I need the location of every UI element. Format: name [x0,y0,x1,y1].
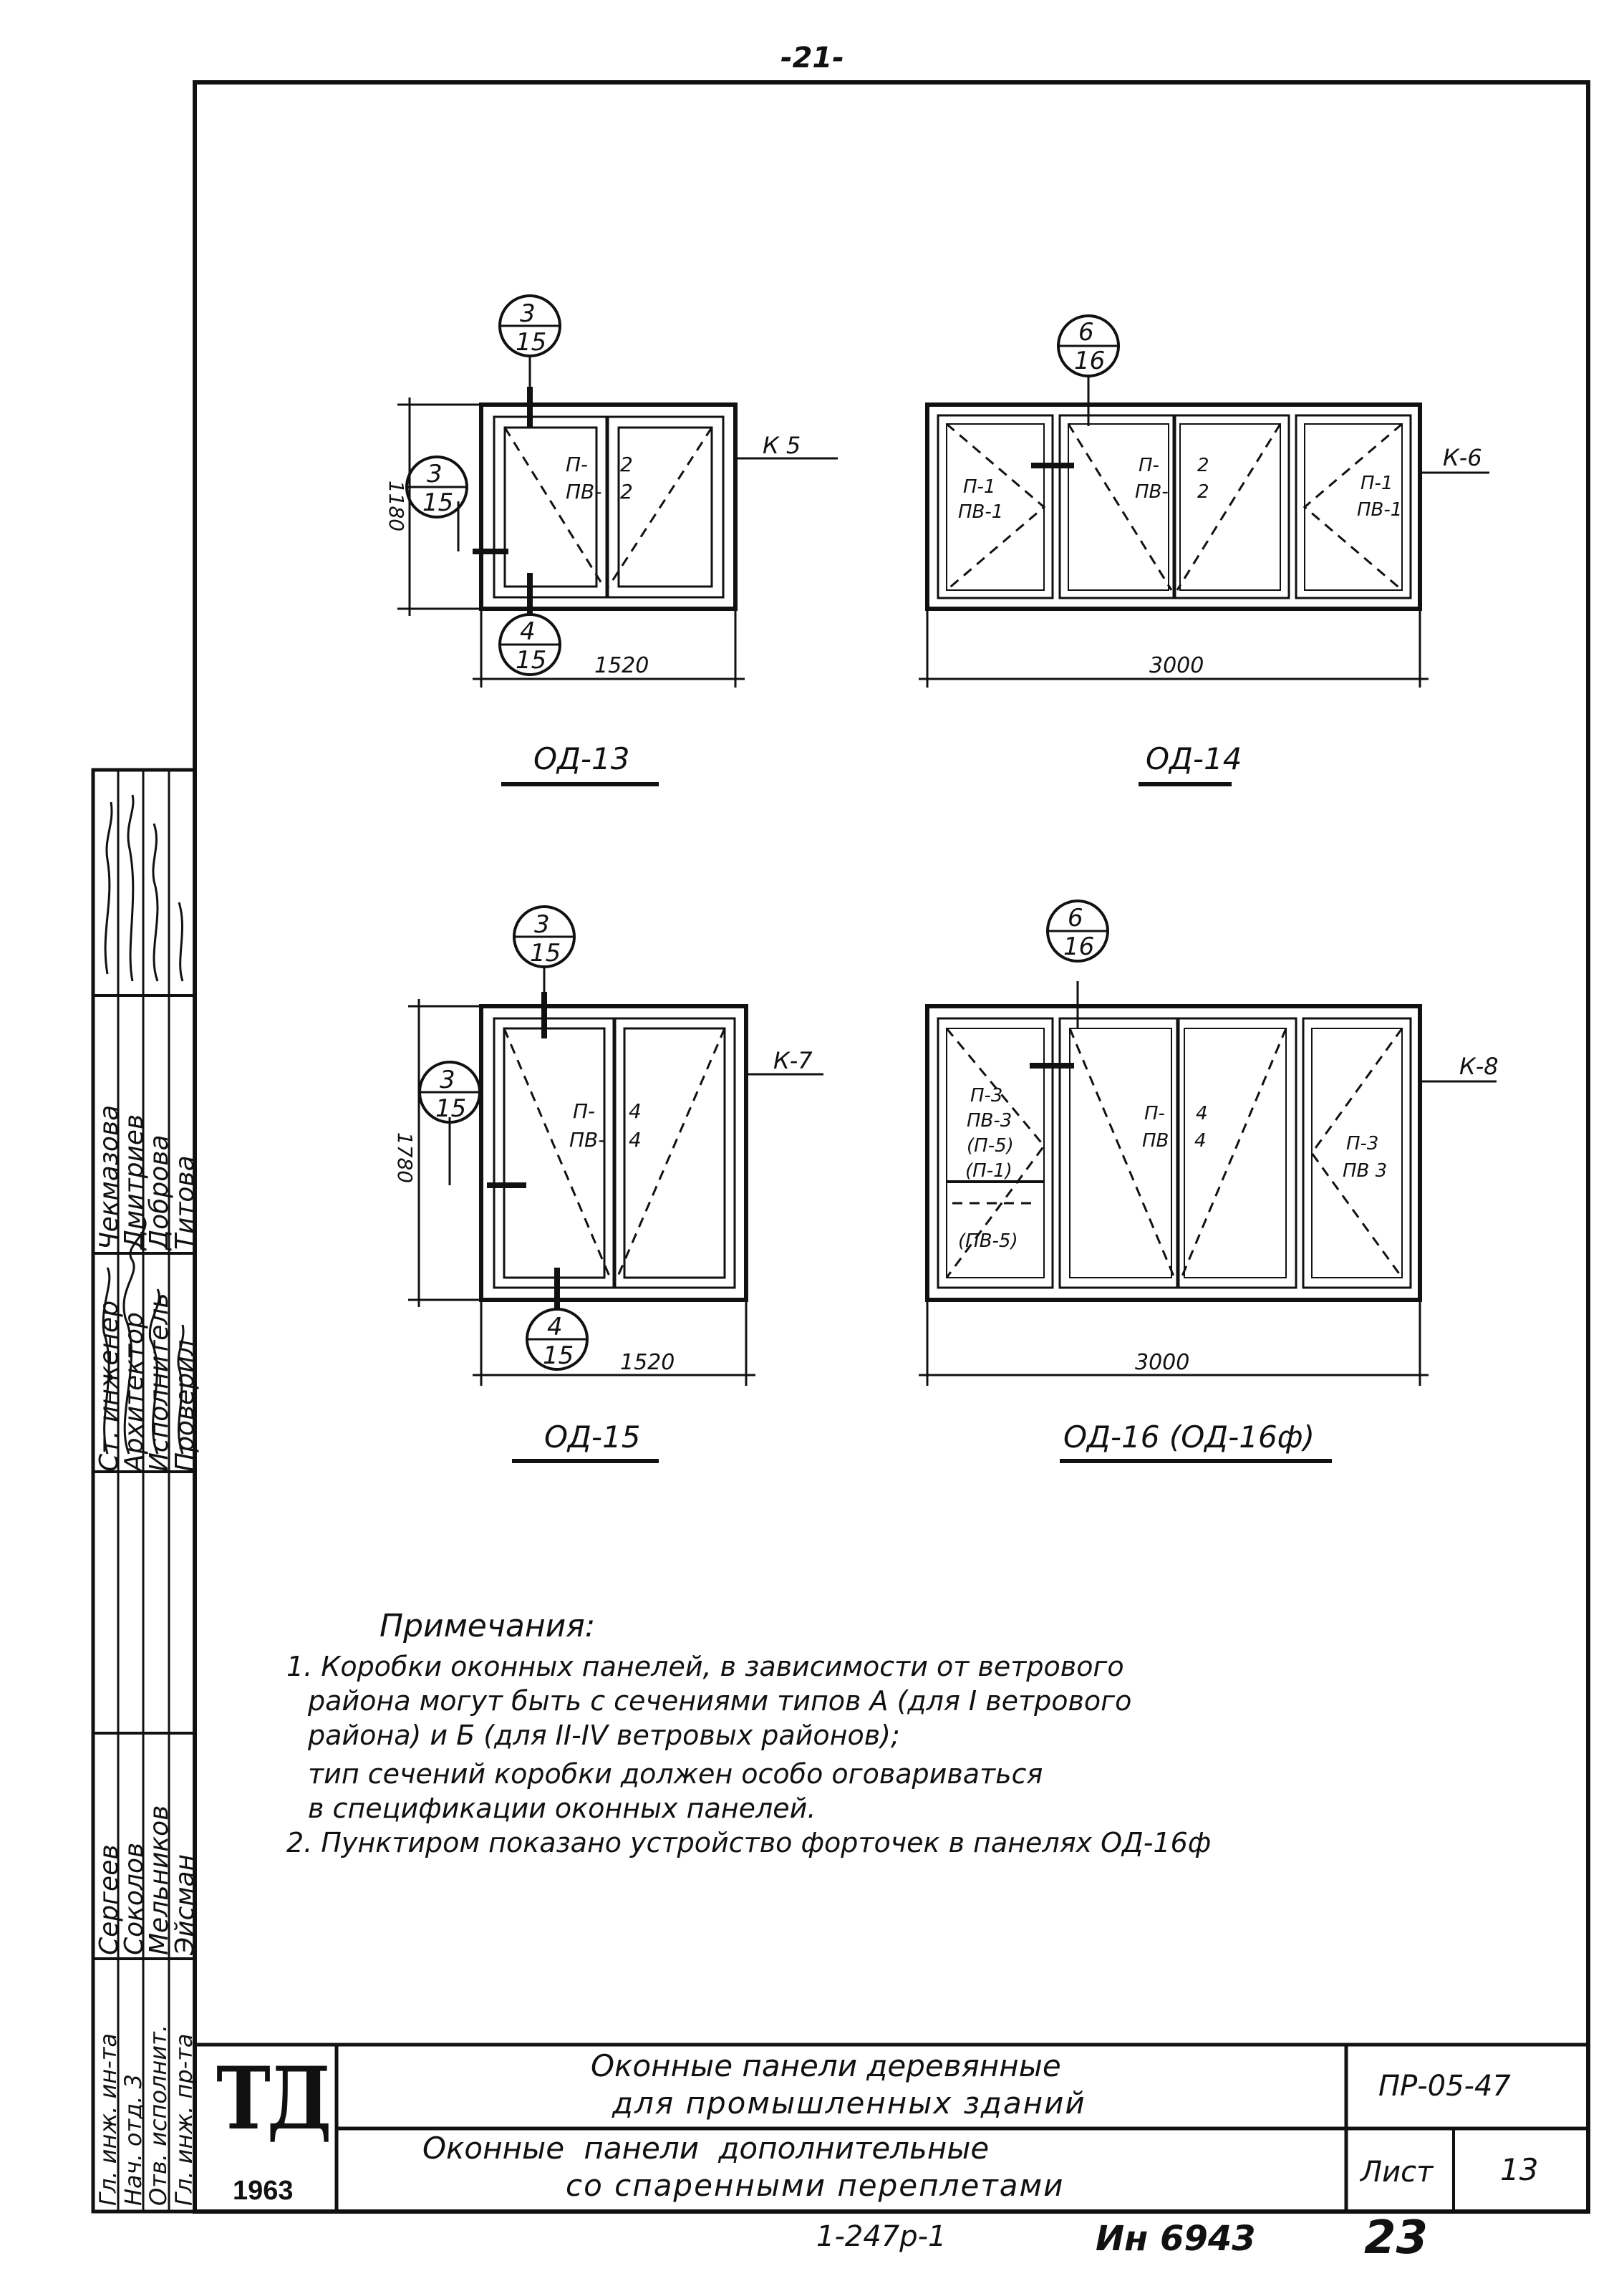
page-number: -21- [780,42,844,74]
role-head-dept: Нач. отд. 3 [120,2074,147,2206]
od16-sash-label-2b: ПВ [1142,1130,1169,1152]
od16-sash-label-1d: (П-1) [965,1160,1012,1182]
od13-callout-top-den: 15 [516,328,547,357]
title-line-2: для промышленных зданий [612,2085,1086,2121]
od14-section-mark: К-6 [1443,444,1482,471]
od13-height-dim: 1180 [385,480,409,532]
role-checked: Проверил [170,1339,200,1472]
page-footer-number: 23 [1364,2212,1429,2265]
od16-sash-label-1c: (П-5) [967,1135,1014,1157]
od13-callout-left-den: 15 [422,488,454,517]
role-executor: Исполнитель [145,1293,174,1472]
drawing-od15 [408,905,823,1463]
side-stamp-border [91,768,197,2214]
od14-sash-label-1b: ПВ-1 [958,501,1004,523]
od13-callout-bottom-num: 4 [520,617,536,646]
note-line-3: района) и Б (для II-IV ветровых районов)… [308,1720,900,1751]
od14-width-dim: 3000 [1149,653,1204,678]
drawing-code: ПР-05-47 [1378,2070,1511,2103]
od16-sash-label-4b: ПВ 3 [1343,1160,1388,1182]
year: 1963 [233,2176,294,2206]
inventory-number: Ин 6943 [1096,2219,1256,2259]
od13-sash-label-1a: П- [566,453,589,476]
od15-callout-top-num: 3 [534,910,550,939]
sheet-number: 13 [1500,2152,1539,2187]
title-line-1: Оконные панели деревянные [591,2048,1061,2083]
od16-sash-label-3b: 4 [1194,1130,1207,1152]
notes-block: 1. Коробки оконных панелей, в зависимост… [286,1651,1360,1866]
note-line-5: в спецификации оконных панелей. [308,1793,816,1824]
od15-callout-top-den: 15 [530,939,561,968]
logo: ТД [216,2048,332,2149]
od14-callout-den: 16 [1074,347,1106,375]
role-chief-engineer-institute: Гл. инж. ин-та [95,2033,122,2206]
drawing-od13 [397,294,838,786]
od16-section-mark: К-8 [1459,1053,1499,1080]
name-melnikov: Мельников [145,1805,174,1955]
name-dobrova: Доброва [145,1134,174,1250]
od15-sash-label-1a: П- [573,1099,596,1123]
od16-title: ОД-16 (ОД-16ф) [1063,1419,1315,1455]
od15-height-dim: 1780 [393,1132,417,1184]
od15-sash-label-2b: 4 [629,1128,642,1152]
od13-sash-label-2a: 2 [620,453,633,476]
od14-sash-label-2b: ПВ- [1135,481,1169,503]
note-line-1: 1. Коробки оконных панелей, в зависимост… [286,1651,1124,1682]
od15-callout-left-num: 3 [440,1066,455,1094]
od16-sash-label-2a: П- [1144,1103,1165,1124]
name-titova: Титова [170,1155,200,1250]
od15-callout-left-den: 15 [435,1094,467,1123]
od16-sash-label-1b: ПВ-3 [967,1110,1012,1132]
subtitle-line-1: Оконные панели дополнительные [422,2131,990,2166]
od13-section-mark: К 5 [763,432,801,459]
drawing-od16 [919,900,1497,1463]
od16-sash-label-1e: (ПВ-5) [958,1230,1018,1252]
od15-callout-bottom-den: 15 [543,1341,574,1370]
note-line-6: 2. Пунктиром показано устройство форточе… [286,1827,1212,1858]
od16-sash-label-4a: П-3 [1346,1133,1379,1154]
od14-sash-label-3a: 2 [1197,455,1209,476]
od13-callout-top-num: 3 [520,299,536,328]
od15-width-dim: 1520 [620,1350,675,1375]
role-chief-engineer-project: Гл. инж. пр-та [170,2033,198,2206]
od14-sash-label-3b: 2 [1197,481,1209,503]
drawing-od14 [919,314,1489,786]
od13-sash-label-2b: 2 [620,480,633,503]
signatures [102,794,185,1455]
note-line-2: района могут быть с сечениями типов А (д… [308,1685,1132,1717]
od14-sash-label-2a: П- [1139,455,1159,476]
notes-heading: Примечания: [380,1608,596,1644]
od14-callout-num: 6 [1078,318,1094,347]
subtitle-line-2: со спаренными переплетами [566,2168,1065,2203]
od13-title: ОД-13 [533,741,630,776]
od15-sash-label-1b: ПВ- [569,1128,606,1152]
od15-section-mark: К-7 [773,1047,813,1074]
name-eisman: Эйсман [170,1853,200,1955]
od15-callout-bottom-num: 4 [547,1313,563,1341]
od13-callout-left-num: 3 [427,460,443,488]
od15-sash-label-2a: 4 [629,1099,642,1123]
od16-callout-num: 6 [1068,904,1083,932]
od13-callout-bottom-den: 15 [516,646,547,675]
sheet-label: Лист [1360,2156,1434,2189]
note-line-4: тип сечений коробки должен особо оговари… [308,1758,1043,1790]
od16-callout-den: 16 [1063,932,1095,961]
od13-width-dim: 1520 [594,653,649,678]
od15-title: ОД-15 [544,1419,641,1455]
role-responsible-executor: Отв. исполнит. [145,2025,172,2206]
od16-sash-label-3a: 4 [1196,1103,1208,1124]
od14-sash-label-4a: П-1 [1360,473,1393,494]
od14-sash-label-4b: ПВ-1 [1357,499,1403,521]
series-number: 1-247р-1 [816,2220,947,2253]
od16-width-dim: 3000 [1135,1350,1190,1375]
od14-sash-label-1a: П-1 [963,476,996,498]
od13-sash-label-1b: ПВ- [566,480,602,503]
od14-title: ОД-14 [1146,741,1242,776]
od16-sash-label-1a: П-3 [970,1085,1003,1106]
